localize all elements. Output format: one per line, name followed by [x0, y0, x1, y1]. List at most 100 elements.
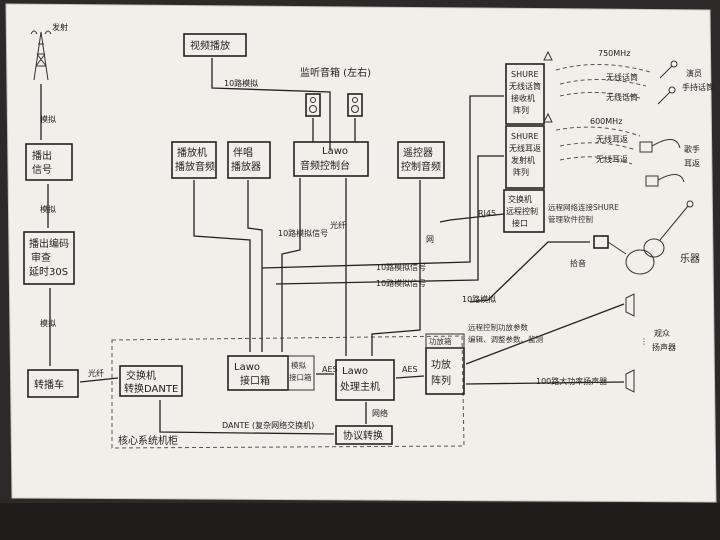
- playback-b-box: [227, 141, 271, 179]
- stage-sub-box: [287, 355, 315, 391]
- edge-proc-amp: [395, 375, 425, 379]
- edge-label-analog-c: 10路模拟信号: [278, 228, 328, 238]
- edge-shure-stage-b: [275, 155, 504, 285]
- edge-label-analog-a: 10路模拟信号: [376, 262, 426, 272]
- processor-label-1: Lawo: [342, 366, 368, 377]
- edge-amp-speaker-b: [465, 381, 625, 385]
- switcher-3: 接口: [512, 218, 528, 228]
- pickup-label: 拾音: [570, 258, 586, 268]
- edge-label-optical: 光纤: [330, 220, 346, 230]
- table-bottom: [0, 503, 720, 540]
- monitor-label: 监听音箱 (左右): [300, 66, 371, 79]
- edge-label-speaker-line: 100路大功率扬声器: [536, 376, 607, 386]
- antenna-label: 发射: [52, 22, 68, 32]
- relay-label: 转播车: [34, 378, 64, 391]
- iem-icon: [639, 139, 685, 187]
- relay-box: [27, 369, 79, 398]
- playback-a-label-1: 播放机: [177, 146, 207, 159]
- edge-amp-speaker-a: [465, 303, 625, 365]
- iem-waves: [555, 126, 641, 165]
- console-label-1: Lawo: [322, 146, 348, 157]
- edge-label-rj45: RJ45: [478, 209, 496, 218]
- console-label-2: 音频控制台: [300, 159, 350, 172]
- edge-video: [211, 58, 331, 150]
- instrument-label: 乐器: [680, 253, 700, 265]
- shure-iem-box: [505, 125, 545, 189]
- edge-label-wireless-mic: 无线话筒: [606, 72, 638, 82]
- edge-label-network: 网络: [372, 408, 388, 418]
- shure-antenna-icon: [543, 50, 553, 123]
- edge-label-net: 网: [426, 235, 434, 244]
- edge-switcher: [439, 213, 505, 223]
- edge-protocol-switch: [159, 400, 335, 435]
- amp-top-box: [425, 333, 465, 349]
- paper-sheet: [5, 3, 717, 503]
- mic-label-1: 演员: [686, 68, 702, 78]
- playback-a-box: [171, 141, 217, 179]
- edge-console-stage: [281, 178, 301, 352]
- shure-a-4: 阵列: [513, 105, 529, 115]
- remote-box: [397, 141, 445, 179]
- remote-label-2: 控制音频: [401, 160, 441, 173]
- edge-label-aes-small: AES: [402, 365, 418, 374]
- shure-b-2: 无线耳返: [509, 143, 541, 153]
- edge-label-dante: DANTE (复杂网络交换机): [222, 420, 314, 430]
- processor-box: [335, 359, 395, 401]
- iem-label-2: 耳返: [684, 159, 700, 168]
- mic-waves: [555, 64, 651, 99]
- edge-switch-relay: [79, 377, 119, 383]
- antenna-icon: [30, 30, 52, 81]
- switcher-2: 远程控制: [506, 206, 538, 216]
- switch-box: [119, 365, 183, 397]
- edge-label-iem-freq: 600MHz: [590, 117, 622, 126]
- core-cabinet-region: [111, 335, 465, 449]
- edge-label-aes-mid: AES: [322, 365, 338, 374]
- core-cabinet-label: 核心系统机柜: [118, 434, 178, 447]
- broadcast-label-1: 播出: [32, 149, 52, 162]
- amp-label-1: 功放: [431, 358, 451, 371]
- switch-label-2: 转换DANTE: [124, 382, 178, 395]
- shure-b-3: 发射机: [511, 155, 535, 165]
- edge-monitor: [312, 118, 356, 142]
- edge-label-fiber: 光纤: [88, 368, 104, 378]
- monitor-right-icon: [347, 93, 363, 117]
- edge-remote-proc: [371, 180, 421, 356]
- remote-label-1: 遥控器: [403, 146, 433, 159]
- broadcast-box: [25, 143, 73, 181]
- edge-label-up1: 模拟: [40, 114, 56, 124]
- shure-a-1: SHURE: [511, 70, 539, 79]
- audience-speaker-icon: [625, 293, 635, 393]
- shure-a-3: 接收机: [511, 93, 535, 103]
- edge-label-shure-net: 远程网络连接SHURE: [548, 202, 619, 212]
- guitar-icon: [625, 200, 694, 275]
- shure-b-4: 阵列: [513, 167, 529, 177]
- console-box: [293, 141, 369, 177]
- speaker-dots: ⋮: [640, 337, 648, 346]
- edge-label-up2: 模拟: [40, 204, 56, 214]
- video-label: 视频播放: [190, 39, 230, 52]
- stage-box-label-2: 接口箱: [240, 374, 270, 387]
- encoder-label-1: 播出编码: [29, 237, 69, 250]
- shure-mic-box: [505, 63, 545, 125]
- edge-label-video-line: 10路模拟: [462, 294, 496, 304]
- edge-label-video-audio: 10路模拟: [224, 78, 258, 88]
- protocol-box: [335, 425, 393, 445]
- edge-label-shure-net2: 管理软件控制: [548, 214, 593, 224]
- edge-label-wireless-iem: 无线耳返: [596, 134, 628, 144]
- playback-b-label-1: 伴唱: [233, 146, 253, 159]
- playback-a-label-2: 播放音频: [175, 160, 215, 173]
- shure-a-2: 无线话筒: [509, 81, 541, 91]
- speaker-label-1: 观众: [654, 329, 670, 338]
- edge-label-remote-note-2: 编辑、调整参数、监测: [468, 334, 543, 344]
- amp-top-label: 功放箱: [429, 336, 452, 346]
- mic-label-2: 手持话筒: [682, 82, 714, 92]
- speaker-label-2: 扬声器: [652, 342, 676, 352]
- stage-sub-label-1: 模拟: [291, 360, 306, 370]
- shure-b-1: SHURE: [511, 132, 539, 141]
- edge-shure-stage-a: [261, 95, 504, 269]
- edge-label-up3: 模拟: [40, 318, 56, 328]
- edge-playback-a: [193, 180, 251, 352]
- playback-b-label-2: 播放器: [231, 160, 261, 173]
- protocol-label: 协议转换: [343, 429, 383, 442]
